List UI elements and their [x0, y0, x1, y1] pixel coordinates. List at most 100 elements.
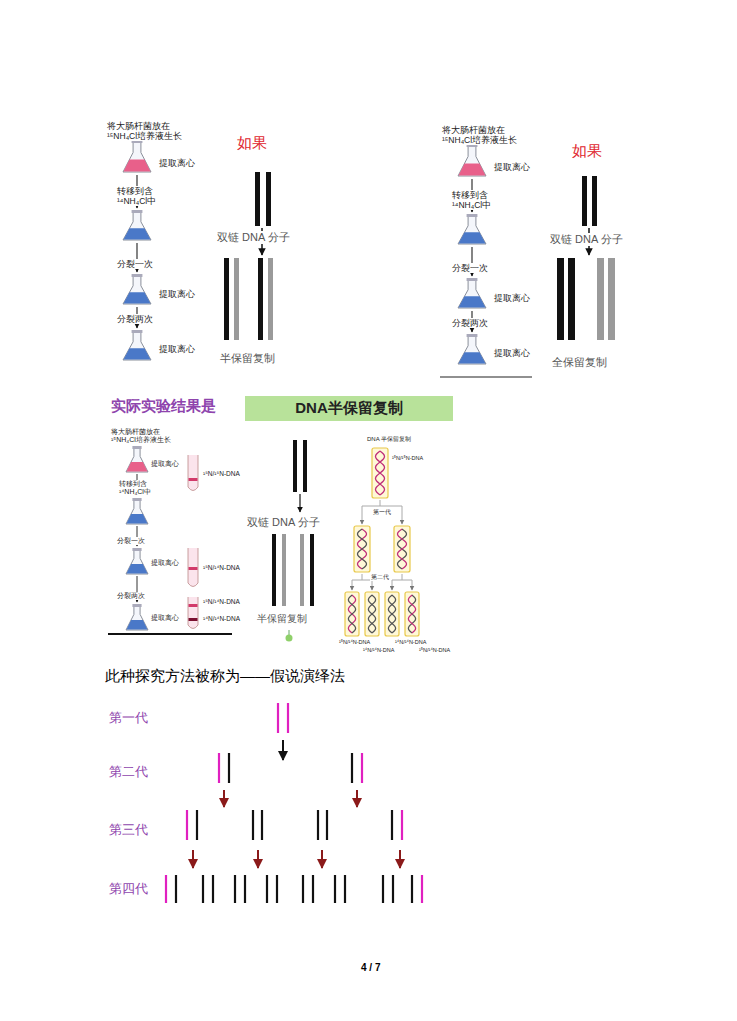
dna-strand: [392, 875, 394, 903]
dna-strand: [272, 534, 276, 606]
label-text: 将大肠杆菌放在 ¹⁵NH₄Cl培养液生长: [110, 428, 176, 445]
pin-icon: [286, 635, 293, 642]
dna-strand: [202, 875, 204, 903]
dna-strand: [344, 875, 346, 903]
dna-strand: [196, 810, 198, 840]
dna-strand: [312, 875, 314, 903]
flask: [126, 548, 148, 574]
label-text: 转移到含 ¹⁴NH₄Cl中: [116, 186, 168, 206]
test-tube: [188, 548, 198, 587]
dna-box: [385, 592, 399, 636]
flask: [126, 604, 148, 630]
connector-line: [402, 574, 403, 580]
label-text: ¹⁵N/¹⁴N-DNA: [418, 647, 451, 654]
label-text: 第二代: [108, 764, 149, 780]
label-text: 提取离心: [493, 293, 531, 303]
label-text: 4 / 7: [360, 962, 381, 974]
flask: [458, 214, 486, 244]
label-text: 提取离心: [150, 460, 180, 468]
flask: [458, 144, 486, 176]
dna-strand: [266, 172, 271, 226]
arrow: [372, 580, 373, 590]
title-band: DNA半保留复制: [245, 396, 453, 421]
dna-box: [372, 448, 388, 498]
label-text: 分裂两次: [116, 592, 146, 600]
connector-line: [362, 574, 363, 580]
dna-strand: [361, 753, 363, 783]
label-text: 双链 DNA 分子: [216, 231, 291, 244]
dna-strand: [244, 875, 246, 903]
label-text: DNA 半保留复制: [366, 436, 412, 443]
dna-strand: [277, 703, 279, 733]
dna-strand: [258, 258, 263, 340]
dna-strand: [568, 258, 575, 340]
dna-strand: [303, 440, 307, 492]
dna-strand: [293, 440, 297, 492]
dna-box: [345, 592, 359, 636]
rule-line: [440, 376, 532, 377]
arrow: [257, 850, 259, 868]
label-text: 分裂一次: [116, 537, 146, 545]
dna-strand: [334, 875, 336, 903]
arrow: [362, 506, 363, 524]
label-text: 将大肠杆菌放在 ¹⁵NH₄Cl培养液生长: [441, 125, 521, 145]
label-text: 第一代: [372, 509, 392, 516]
dna-strand: [261, 810, 263, 840]
dna-strand: [317, 810, 319, 840]
dna-strand: [597, 258, 604, 340]
dna-box: [365, 592, 379, 636]
dna-strand: [266, 875, 268, 903]
arrow: [399, 850, 401, 868]
label-text: 分裂一次: [116, 259, 154, 269]
flask: [123, 210, 151, 240]
dna-strand: [282, 534, 286, 606]
connector-line: [380, 500, 381, 506]
flask: [126, 446, 148, 472]
dna-strand: [165, 875, 167, 903]
arrow: [282, 740, 284, 760]
label-text: 提取离心: [493, 348, 531, 358]
dna-box: [405, 592, 419, 636]
label-text: 提取离心: [158, 344, 196, 354]
flask: [123, 140, 151, 172]
label-text: ¹⁴N/¹⁴N-DNA: [362, 647, 395, 654]
dna-strand: [557, 258, 564, 340]
arrow: [321, 850, 323, 868]
arrow: [392, 580, 393, 590]
dna-strand: [592, 176, 597, 226]
flask: [123, 274, 151, 304]
flask: [123, 330, 151, 360]
label-text: 提取离心: [150, 559, 180, 567]
connector-line: [392, 580, 412, 581]
dna-strand: [351, 753, 353, 783]
dna-strand: [218, 753, 220, 783]
label-text: ¹⁴N/¹⁴N-DNA: [202, 615, 241, 623]
label-text: 双链 DNA 分子: [246, 516, 321, 529]
dna-strand: [582, 176, 587, 226]
arrow: [299, 494, 300, 512]
label-text: ¹⁵N/¹⁴N-DNA: [338, 639, 371, 646]
label-text: 提取离心: [158, 158, 196, 168]
label-text: ¹⁴N/¹⁴N-DNA: [394, 639, 427, 646]
label-text: 如果: [236, 134, 268, 152]
dna-strand: [234, 875, 236, 903]
label-text: ¹⁵N/¹⁵N-DNA: [202, 470, 241, 478]
label-text: 提取离心: [493, 162, 531, 172]
label-text: 第二代: [370, 574, 390, 581]
dna-strand: [175, 875, 177, 903]
band-text: DNA半保留复制: [295, 399, 403, 418]
label-text: 第一代: [108, 710, 149, 726]
dna-strand: [186, 810, 188, 840]
connector-line: [352, 580, 372, 581]
label-text: 分裂一次: [451, 263, 489, 273]
flask: [126, 498, 148, 524]
dna-strand: [391, 810, 393, 840]
dna-strand: [212, 875, 214, 903]
label-text: ¹⁵N/¹⁴N-DNA: [202, 564, 241, 572]
dna-strand: [252, 810, 254, 840]
dna-strand: [276, 875, 278, 903]
arrow: [356, 790, 358, 807]
label-text: 提取离心: [150, 614, 180, 622]
dna-box: [354, 526, 370, 572]
